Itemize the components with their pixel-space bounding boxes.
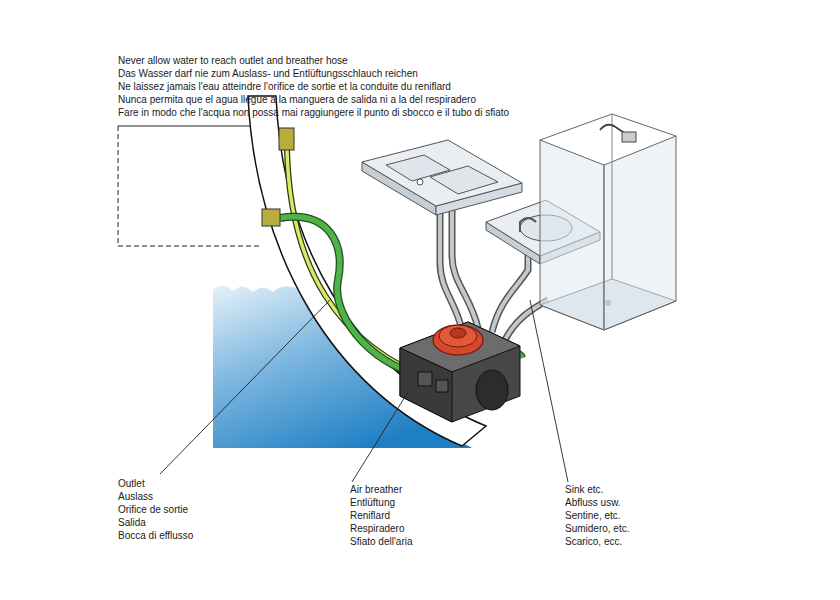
part-label: Sfiato dell'aria bbox=[350, 536, 413, 548]
double-sink bbox=[362, 140, 522, 206]
part-label: Air breather bbox=[350, 484, 402, 496]
pump-lid-knob bbox=[450, 328, 466, 338]
limit-line bbox=[118, 126, 250, 127]
limit-dashed bbox=[118, 246, 262, 247]
part-label: Entlüftung bbox=[350, 497, 395, 509]
leader-line bbox=[530, 300, 568, 482]
part-label: Orifice de sortie bbox=[118, 504, 188, 516]
drain-pipe bbox=[452, 208, 478, 328]
pump-lid-rim bbox=[439, 325, 477, 347]
limit-dashed bbox=[118, 126, 119, 246]
shower-frame bbox=[540, 114, 676, 140]
part-label: Respiradero bbox=[350, 523, 404, 535]
part-label: Abfluss usw. bbox=[565, 497, 621, 509]
pump-lid bbox=[433, 325, 483, 355]
pump-motor bbox=[476, 370, 508, 410]
pump-front bbox=[400, 348, 452, 422]
pump-port bbox=[418, 372, 432, 386]
shower-frame bbox=[612, 114, 613, 279]
part-label: Salida bbox=[118, 517, 146, 529]
part-label: Bocca di efflusso bbox=[118, 530, 193, 542]
part-label: Reniflard bbox=[350, 510, 390, 522]
drain-pipe bbox=[452, 208, 478, 328]
pump-port bbox=[436, 380, 448, 392]
sink-bowl bbox=[430, 166, 498, 194]
warning-note: Never allow water to reach outlet and br… bbox=[118, 55, 348, 67]
outlet-fitting bbox=[262, 209, 280, 226]
part-label: Sentine, etc. bbox=[565, 510, 621, 522]
warning-note: Das Wasser darf nie zum Auslass- und Ent… bbox=[118, 68, 418, 80]
warning-note: Fare in modo che l'acqua non possa mai r… bbox=[118, 107, 509, 119]
part-label: Auslass bbox=[118, 491, 153, 503]
shower-glass bbox=[540, 140, 604, 330]
breather-fitting bbox=[279, 128, 294, 150]
part-label: Outlet bbox=[118, 478, 145, 490]
warning-note: Ne laissez jamais l'eau atteindre l'orif… bbox=[118, 81, 451, 93]
pump-body bbox=[400, 322, 520, 422]
shower-glass bbox=[604, 136, 676, 330]
sink-tap bbox=[417, 179, 423, 185]
leader-line bbox=[352, 392, 408, 482]
part-label: Sumidero, etc. bbox=[565, 523, 629, 535]
leader-line bbox=[160, 300, 330, 474]
warning-note: Nunca permita que el agua llegue a la ma… bbox=[118, 94, 476, 106]
part-label: Sink etc. bbox=[565, 484, 603, 496]
part-label: Scarico, ecc. bbox=[565, 536, 622, 548]
basin-tap bbox=[520, 218, 536, 232]
shower-head bbox=[622, 132, 636, 142]
